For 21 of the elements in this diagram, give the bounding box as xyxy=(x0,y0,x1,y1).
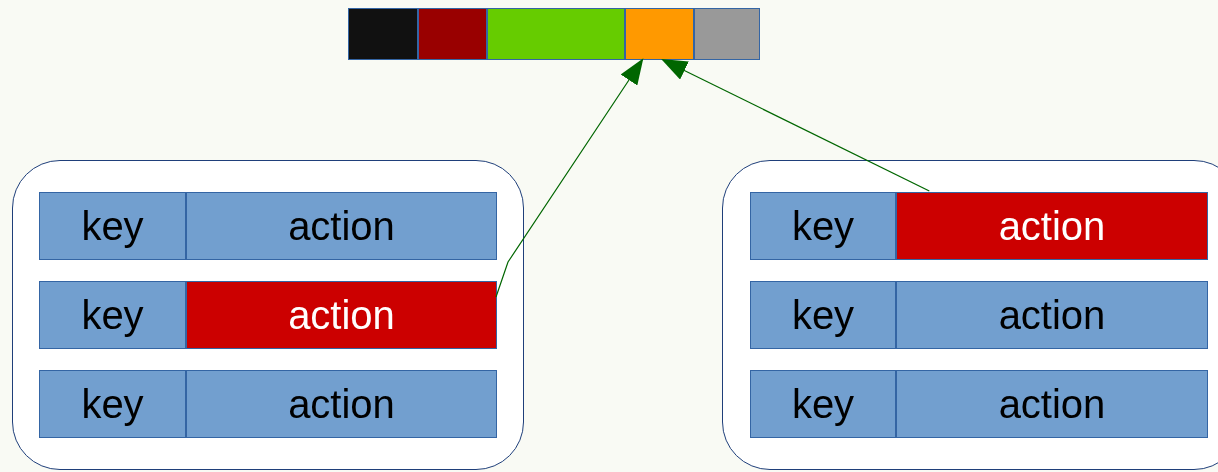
cell-label: key xyxy=(791,381,855,427)
cell-label: key xyxy=(81,292,144,338)
color-segment xyxy=(694,8,760,60)
cell-label: action xyxy=(998,381,1106,427)
cell-label: key xyxy=(791,292,855,338)
arrow xyxy=(661,59,930,192)
cell-label: key xyxy=(791,203,855,249)
color-segment xyxy=(625,8,694,60)
arrow xyxy=(495,58,644,298)
cell-label: key xyxy=(81,203,144,249)
color-segment xyxy=(487,8,625,60)
color-segment xyxy=(418,8,487,60)
cell-label: action xyxy=(998,292,1106,338)
cell-label: action xyxy=(288,292,395,338)
cell-label: action xyxy=(998,203,1106,249)
cell-label: action xyxy=(288,203,395,249)
rounded-panel xyxy=(722,160,1218,470)
cell-label: key xyxy=(81,381,144,427)
cell-label: action xyxy=(288,381,395,427)
color-segment xyxy=(348,8,418,60)
rounded-panel xyxy=(12,160,524,470)
